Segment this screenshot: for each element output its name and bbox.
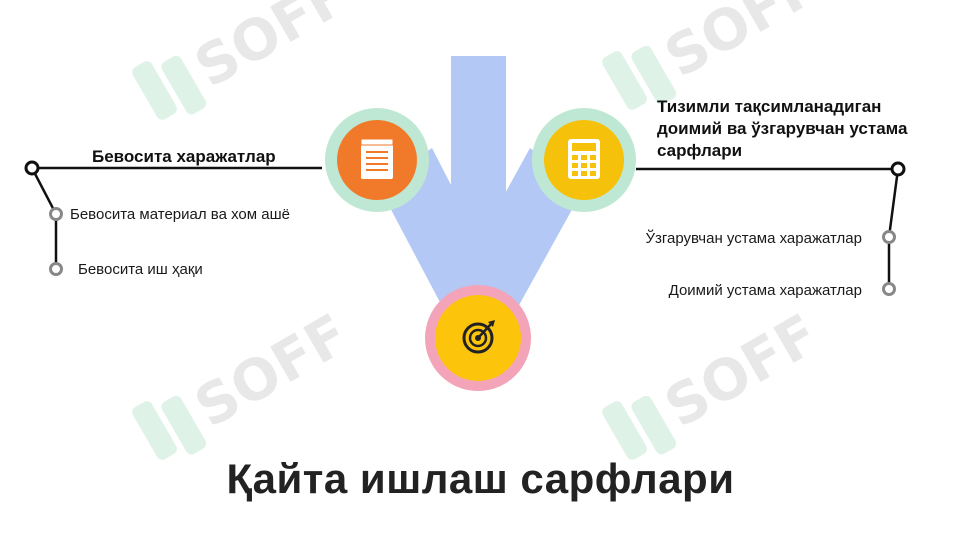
watermark-text: SOFF [184,302,359,441]
watermark-text: SOFF [184,0,359,101]
right-branch-heading: Тизимли тақсимланадиган доимий ва ўзгару… [657,97,908,160]
left-endpoint-dot [24,160,40,176]
right-branch-item: Доимий устама харажатлар [668,282,862,299]
watermark-logo: SOFF [132,0,359,120]
notepad-icon [360,138,394,179]
right-node [532,108,636,212]
left-item-dot [49,207,63,221]
left-branch-item: Бевосита иш ҳақи [78,261,203,278]
target-icon [462,320,495,354]
right-item-dot [882,282,896,296]
right-endpoint-dot [890,161,906,177]
left-item-dot [49,262,63,276]
watermark-text: SOFF [654,0,829,91]
right-connector [636,167,900,289]
center-node [425,285,531,391]
left-node [325,108,429,212]
right-item-dot [882,230,896,244]
page-title: Қайта ишлаш сарфлари [226,455,735,502]
watermark-logo: SOFF [132,302,359,460]
right-branch-item: Ўзгарувчан устама харажатлар [645,230,862,247]
left-branch-item: Бевосита материал ва хом ашё [70,206,290,223]
left-branch-heading: Бевосита харажатлар [92,147,276,166]
watermark-text: SOFF [654,302,829,441]
watermark-logo: SOFF [602,302,829,460]
calculator-icon [568,139,600,179]
